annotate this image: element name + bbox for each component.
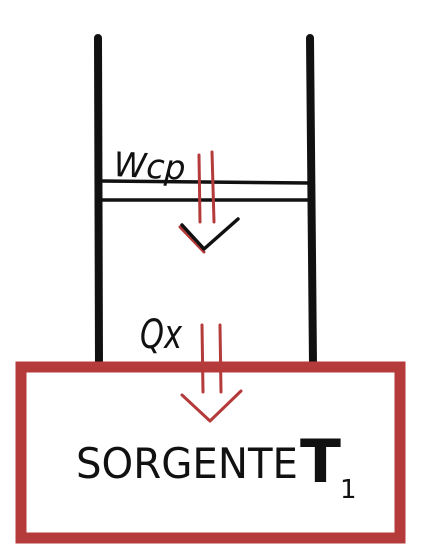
heat-source-box [15, 361, 406, 544]
work-arrow-head-red [178, 225, 206, 254]
source-temperature-subscript: 1 [340, 475, 357, 505]
source-temperature-label: T [300, 427, 341, 497]
work-arrow-head [180, 217, 240, 251]
heat-arrow-shaft-left [200, 323, 205, 394]
cylinder-left-wall [94, 34, 103, 369]
work-arrow-shaft-right [210, 150, 216, 224]
piston-top-line [98, 179, 311, 185]
heat-arrow-shaft-right [218, 323, 223, 394]
heat-label: Qx [140, 312, 182, 358]
cylinder-right-wall [306, 34, 317, 369]
heat-arrow [180, 323, 243, 423]
heat-arrow-head [180, 389, 243, 423]
work-label: Wcp [113, 145, 187, 189]
source-label: SORGENTE [76, 439, 298, 488]
work-arrow [178, 150, 240, 254]
work-arrow-shaft-left [197, 153, 202, 224]
